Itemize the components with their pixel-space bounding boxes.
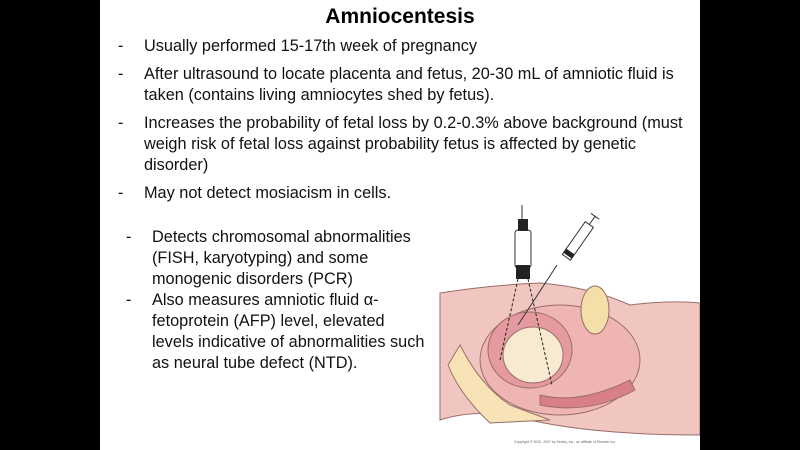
bullet-text: Detects chromosomal abnormalities (FISH,… [152, 228, 411, 288]
sub-bullet-list: - Detects chromosomal abnormalities (FISH… [126, 227, 426, 374]
bullet-item: - After ultrasound to locate placenta and… [118, 64, 698, 106]
bullet-dash: - [126, 291, 132, 309]
bullet-dash: - [118, 37, 124, 55]
slide: Amniocentesis - Usually performed 15-17th… [100, 0, 700, 450]
bullet-item: - Increases the probability of fetal loss… [118, 113, 698, 176]
bullet-item: - May not detect mosiacism in cells. [118, 183, 698, 204]
amniocentesis-illustration: Copyright © 2010, 2007 by Mosby, Inc., a… [439, 205, 700, 444]
bullet-dash: - [118, 114, 124, 132]
bullet-text: Increases the probability of fetal loss … [144, 114, 683, 174]
bullet-dash: - [118, 65, 124, 83]
sub-bullet-item: - Also measures amniotic fluid α-fetoprot… [126, 290, 426, 374]
bullet-text: Usually performed 15-17th week of pregna… [144, 37, 478, 55]
figure-credit: Copyright © 2010, 2007 by Mosby, Inc., a… [514, 440, 616, 444]
bullet-text: Also measures amniotic fluid α-fetoprote… [152, 291, 425, 372]
bullet-item: - Usually performed 15-17th week of pregn… [118, 36, 698, 57]
bullet-dash: - [126, 228, 132, 246]
bullet-text: May not detect mosiacism in cells. [144, 184, 392, 202]
bullet-dash: - [118, 184, 124, 202]
slide-title: Amniocentesis [325, 5, 475, 28]
bullet-list: - Usually performed 15-17th week of pregn… [118, 36, 698, 211]
sub-bullet-item: - Detects chromosomal abnormalities (FISH… [126, 227, 426, 290]
bullet-text: After ultrasound to locate placenta and … [144, 65, 674, 104]
